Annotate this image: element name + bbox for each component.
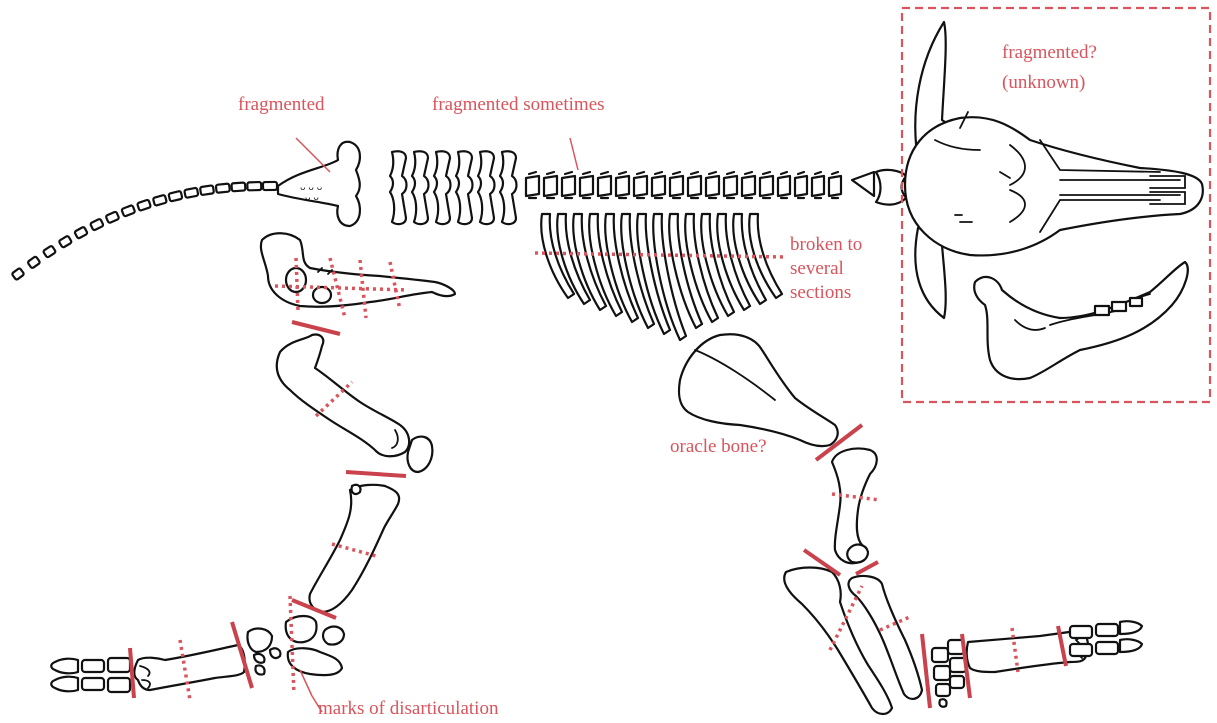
thoracic-vertebra bbox=[778, 172, 790, 198]
thoracic-vertebra bbox=[616, 172, 629, 198]
tail-vertebra bbox=[59, 235, 72, 247]
thoracic-vertebra bbox=[670, 172, 683, 198]
sacrum: ᴗ ᴗ ᴗ ᴗ ᴗ bbox=[278, 142, 360, 226]
fore-phalanges bbox=[1070, 621, 1142, 656]
fore-carpals bbox=[932, 640, 966, 707]
thoracic-vertebra bbox=[544, 172, 557, 198]
tail-vertebra bbox=[12, 268, 25, 280]
pelvis bbox=[261, 233, 455, 307]
cut-carpal-1 bbox=[922, 634, 930, 708]
fracture-tarsal bbox=[290, 596, 294, 694]
thoracic-vertebra bbox=[652, 172, 665, 198]
label-skull-line2: (unknown) bbox=[1002, 72, 1085, 94]
label-ribs-line3: sections bbox=[790, 282, 851, 304]
svg-text:ᴗ ᴗ: ᴗ ᴗ bbox=[305, 193, 319, 203]
lumbar-vertebrae bbox=[390, 151, 517, 224]
thoracic-vertebra bbox=[724, 172, 737, 198]
fibula-rest bbox=[352, 485, 361, 494]
tail-vertebrae bbox=[12, 182, 277, 280]
tail-vertebra bbox=[231, 182, 245, 191]
cut-pelvis-femur bbox=[292, 322, 340, 334]
tail-vertebra bbox=[137, 200, 151, 211]
cut-femur-tibia bbox=[346, 472, 406, 476]
tail-vertebra bbox=[168, 191, 182, 202]
tail-vertebra bbox=[106, 211, 120, 223]
hind-phalanges bbox=[51, 658, 130, 692]
patella bbox=[407, 437, 432, 472]
thoracic-vertebra bbox=[795, 172, 807, 198]
label-disarticulation: marks of disarticulation bbox=[318, 698, 498, 720]
label-oracle-bone: oracle bone? bbox=[670, 436, 767, 458]
tail-vertebra bbox=[27, 256, 40, 268]
thoracic-vertebra bbox=[829, 172, 841, 198]
thoracic-vertebra bbox=[706, 172, 719, 198]
tail-vertebra bbox=[263, 182, 277, 190]
thoracic-vertebra bbox=[688, 172, 701, 198]
tail-vertebra bbox=[184, 188, 198, 198]
femur bbox=[277, 335, 409, 457]
tail-vertebra bbox=[43, 245, 56, 257]
lumbar-vertebra bbox=[434, 151, 451, 224]
thoracic-vertebra bbox=[562, 172, 575, 198]
tail-vertebra bbox=[90, 219, 104, 231]
cut-humerus-radius-2 bbox=[856, 562, 878, 574]
tail-vertebra bbox=[216, 184, 230, 193]
label-fragmented-vertebrae: fragmented sometimes bbox=[432, 94, 605, 116]
hind-tarsals bbox=[247, 616, 344, 675]
leader-sacrum bbox=[296, 138, 330, 172]
tail-vertebra bbox=[74, 227, 87, 239]
thoracic-vertebra bbox=[598, 172, 611, 198]
tail-vertebra bbox=[247, 182, 261, 190]
tail-vertebra bbox=[200, 185, 214, 195]
label-fragmented-sacrum: fragmented bbox=[238, 94, 325, 116]
thoracic-vertebra bbox=[812, 172, 824, 198]
ribs bbox=[541, 214, 782, 340]
radius-ulna bbox=[784, 568, 922, 715]
thoracic-vertebrae bbox=[526, 172, 841, 198]
hind-metatarsal bbox=[134, 645, 245, 690]
label-skull-line1: fragmented? bbox=[1002, 42, 1097, 64]
label-ribs-line2: several bbox=[790, 258, 844, 280]
tail-vertebra bbox=[121, 205, 135, 217]
thoracic-vertebra bbox=[634, 172, 647, 198]
label-ribs-line1: broken to bbox=[790, 234, 862, 256]
lumbar-vertebra bbox=[478, 151, 495, 224]
thoracic-vertebra bbox=[580, 172, 593, 198]
lumbar-vertebra bbox=[390, 151, 407, 224]
lumbar-vertebra bbox=[456, 151, 473, 224]
leader-vertebrae bbox=[570, 138, 578, 170]
thoracic-vertebra bbox=[760, 172, 773, 198]
lumbar-vertebra bbox=[412, 151, 429, 224]
thoracic-vertebra bbox=[526, 172, 539, 198]
scapula bbox=[679, 334, 838, 446]
atlas-vertebra bbox=[852, 170, 906, 205]
sesamoid bbox=[847, 545, 868, 563]
lumbar-vertebra bbox=[500, 151, 517, 224]
svg-text:ᴗ ᴗ ᴗ: ᴗ ᴗ ᴗ bbox=[300, 183, 323, 193]
thoracic-vertebra bbox=[742, 172, 755, 198]
tail-vertebra bbox=[153, 195, 167, 206]
